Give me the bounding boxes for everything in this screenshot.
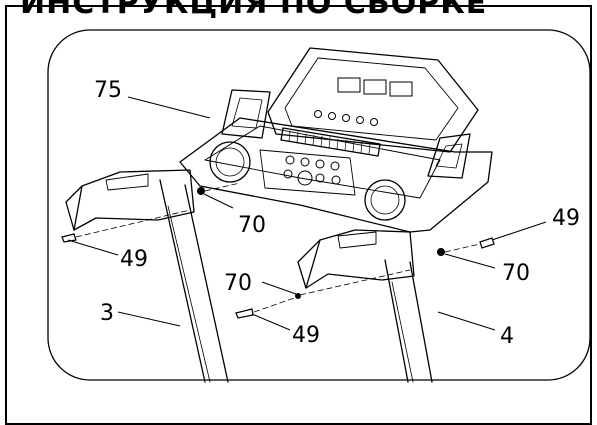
callout-49-left: 49 bbox=[120, 247, 148, 272]
washer-70-parts bbox=[197, 187, 445, 299]
left-speaker bbox=[209, 141, 251, 183]
washer-70-upper bbox=[197, 187, 205, 195]
leader-75 bbox=[127, 96, 211, 119]
callout-70-lower: 70 bbox=[224, 271, 252, 296]
callout-4: 4 bbox=[500, 324, 514, 349]
console-buttons bbox=[283, 110, 378, 186]
callout-49-lower: 49 bbox=[292, 323, 320, 348]
left-upright-3 bbox=[159, 179, 229, 383]
leader-70-upper bbox=[203, 193, 234, 209]
display-windows bbox=[337, 77, 413, 97]
assembly-lines bbox=[75, 182, 481, 313]
illustration-frame bbox=[47, 29, 591, 381]
leader-4 bbox=[437, 311, 496, 331]
right-speaker bbox=[364, 179, 406, 221]
right-handlebar bbox=[297, 229, 415, 289]
leader-70-right bbox=[444, 253, 496, 269]
callout-3: 3 bbox=[100, 301, 114, 326]
callout-49-right: 49 bbox=[552, 206, 580, 231]
bolt-49-left bbox=[61, 233, 77, 243]
leader-3 bbox=[117, 311, 181, 327]
treadmill-assembly-diagram: 75 70 49 49 70 70 3 49 4 bbox=[47, 29, 591, 383]
right-upright-4 bbox=[384, 259, 433, 383]
bolt-49-right bbox=[479, 237, 495, 249]
bolt-49-lower bbox=[235, 308, 254, 319]
washer-70-lower bbox=[295, 293, 301, 299]
leader-lines bbox=[67, 96, 547, 331]
callout-75: 75 bbox=[94, 78, 122, 103]
left-handlebar bbox=[65, 169, 195, 231]
callout-70-right: 70 bbox=[502, 261, 530, 286]
washer-70-right bbox=[437, 248, 445, 256]
leader-49-right bbox=[491, 221, 547, 241]
leader-70-lower bbox=[261, 281, 297, 295]
leader-49-left bbox=[67, 239, 119, 256]
leader-49-lower bbox=[251, 313, 291, 331]
bolt-49-parts bbox=[61, 233, 495, 319]
callout-70-upper: 70 bbox=[238, 213, 266, 238]
